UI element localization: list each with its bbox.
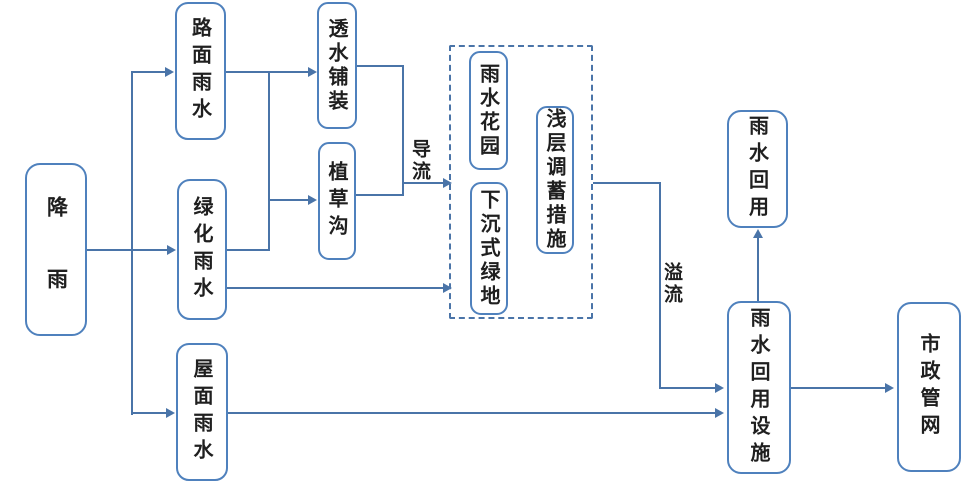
arrowhead-facility-to-reuse [753, 229, 763, 238]
node-shallow-storage: 浅层调蓄措施 [536, 106, 574, 254]
connector-road-to-permeable [226, 71, 308, 73]
node-grass-swale-label: 植草沟 [325, 160, 349, 242]
node-road-runoff: 路面雨水 [175, 2, 226, 140]
connector-roof-to-facility [228, 412, 715, 414]
connector-rain-branch [131, 71, 133, 415]
arrowhead-facility-to-municipal [885, 383, 894, 393]
node-municipal-network-label: 市政管网 [917, 333, 941, 441]
arrowhead-to-grass [308, 195, 317, 205]
arrowhead-to-road [165, 67, 174, 77]
arrowhead-to-green [167, 245, 176, 255]
arrowhead-roof-to-facility [715, 408, 724, 418]
label-diversion: 导流 [409, 139, 431, 183]
connector-to-grass [268, 199, 308, 201]
node-roof-runoff-label: 屋面雨水 [190, 358, 214, 466]
connector-diversion [402, 182, 443, 184]
node-roof-runoff: 屋面雨水 [176, 343, 228, 481]
connector-collect-branch [402, 65, 404, 196]
connector-facility-to-municipal [790, 387, 885, 389]
connector-facility-to-reuse [757, 238, 759, 302]
connector-green-to-merge [227, 249, 270, 251]
node-shallow-storage-label: 浅层调蓄措施 [543, 108, 567, 252]
connector-rain-out [87, 249, 133, 251]
node-rainfall-label: 降 雨 [44, 195, 69, 304]
node-rain-garden: 雨水花园 [469, 51, 508, 170]
arrowhead-to-permeable [308, 67, 317, 77]
node-rainwater-reuse: 雨水回用 [727, 110, 788, 228]
node-municipal-network: 市政管网 [897, 302, 961, 472]
node-rainfall: 降 雨 [25, 163, 87, 336]
node-rain-garden-label: 雨水花园 [476, 62, 501, 159]
node-grass-swale: 植草沟 [318, 142, 356, 260]
connector-overflow-bottom [659, 387, 715, 389]
connector-green-to-lid [227, 287, 443, 289]
connector-to-road [131, 71, 165, 73]
arrowhead-overflow [715, 383, 724, 393]
connector-grass-out [354, 194, 404, 196]
connector-overflow-vertical [659, 182, 661, 389]
node-sunken-greenbelt-label: 下沉式绿地 [477, 188, 501, 309]
node-reuse-facility: 雨水回用设施 [727, 301, 791, 474]
connector-permeable-out [357, 65, 404, 67]
connector-to-green [131, 249, 167, 251]
label-overflow: 溢流 [661, 262, 683, 306]
node-permeable-pavement: 透水铺装 [317, 2, 357, 129]
connector-to-roof [131, 412, 166, 414]
node-green-runoff-label: 绿化雨水 [190, 195, 214, 304]
node-green-runoff: 绿化雨水 [177, 179, 227, 320]
connector-overflow-top [593, 182, 661, 184]
connector-merge-branch [268, 71, 270, 251]
arrowhead-green-to-lid [443, 283, 452, 293]
node-permeable-pavement-label: 透水铺装 [325, 17, 349, 114]
node-reuse-facility-label: 雨水回用设施 [747, 306, 771, 469]
node-rainwater-reuse-label: 雨水回用 [745, 115, 770, 223]
node-road-runoff-label: 路面雨水 [188, 17, 213, 125]
arrowhead-diversion [443, 178, 452, 188]
node-sunken-greenbelt: 下沉式绿地 [470, 182, 508, 315]
arrowhead-to-roof [166, 408, 175, 418]
